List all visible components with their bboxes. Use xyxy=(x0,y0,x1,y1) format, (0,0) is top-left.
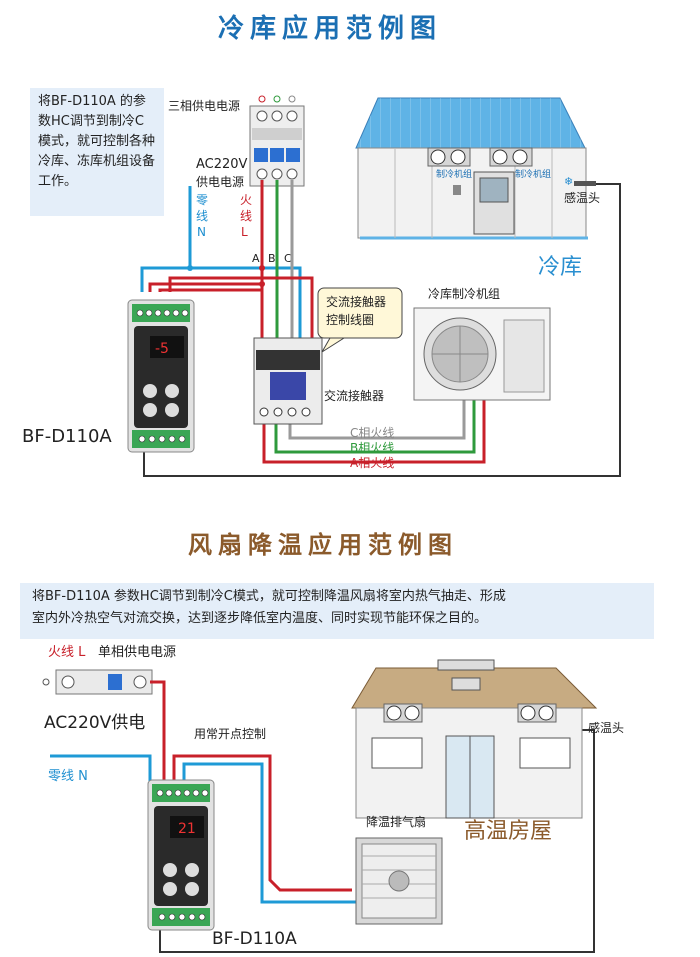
zero-line-char: 线 xyxy=(196,209,208,223)
up-button[interactable] xyxy=(165,384,179,398)
controller-display: 21 xyxy=(178,821,196,837)
section2-note-line1: 将BF-D110A 参数HC调节到制冷C模式，就可控制降温风扇将室内热气抽走、形… xyxy=(32,589,506,604)
section2-diagram: 火线 L 单相供电电源 AC220V供电 零线 N 用常开点控制 感温头 高 xyxy=(42,645,624,953)
coldroom-building xyxy=(355,97,588,240)
ac220-sub-label: 供电电源 xyxy=(196,175,244,189)
wire-label-b: B相火线 xyxy=(350,441,394,455)
up-button[interactable] xyxy=(185,863,199,877)
unit-label: 冷库制冷机组 xyxy=(428,286,500,301)
wire-label-a: A相火线 xyxy=(350,456,394,470)
fire-line-char: 火 xyxy=(240,193,252,207)
three-phase-label: 三相供电电源 xyxy=(168,99,240,113)
ac220-label: AC220V供电 xyxy=(44,713,145,733)
zero-line-char: N xyxy=(197,225,206,239)
sensor-label: 感温头 xyxy=(588,720,624,735)
single-phase-breaker xyxy=(42,669,153,695)
section1-diagram: 制冷机组 制冷机组 冷库 ❄ 感温头 三相供电电源 AC220V 供电电源 A … xyxy=(22,95,621,477)
ac220-label: AC220V xyxy=(196,157,248,172)
section1-wires xyxy=(140,180,621,477)
exhaust-fan xyxy=(355,837,443,925)
section1-note: 将BF-D110A 的参数HC调节到制冷C模式，就可控制各种冷库、冻库机组设备工… xyxy=(30,88,164,216)
contactor-label: 交流接触器 xyxy=(324,388,384,403)
fan-label: 降温排气扇 xyxy=(366,814,426,829)
set-button[interactable] xyxy=(143,384,157,398)
down-button[interactable] xyxy=(185,882,199,896)
device-name: BF-D110A xyxy=(22,426,112,447)
house-label: 高温房屋 xyxy=(464,819,552,844)
snowflake-icon: ❄ xyxy=(564,175,573,188)
single-phase-label: 单相供电电源 xyxy=(98,645,176,660)
section2-note-line2: 室内外冷热空气对流交换，达到逐步降低室内温度、同时实现节能环保之目的。 xyxy=(32,611,488,626)
ac-contactor xyxy=(253,337,323,425)
section1-title: 冷库应用范例图 xyxy=(218,14,443,44)
down-button[interactable] xyxy=(165,403,179,417)
coil-callout xyxy=(317,287,403,339)
set-button[interactable] xyxy=(163,863,177,877)
coldroom-label: 冷库 xyxy=(538,255,582,280)
refrigeration-unit xyxy=(413,307,551,401)
phase-letter: A xyxy=(252,252,260,265)
controller-bf-d110a: -5 xyxy=(127,299,195,453)
f1-button[interactable] xyxy=(163,882,177,896)
section2-wires xyxy=(50,680,595,953)
controller-bf-d110a: 21 xyxy=(147,779,215,931)
device-name: BF-D110A xyxy=(212,929,297,949)
sensor-label: 感温头 xyxy=(564,190,600,205)
f1-button[interactable] xyxy=(143,403,157,417)
controller-display: -5 xyxy=(155,341,169,357)
coil-callout-line2: 控制线圈 xyxy=(326,313,374,327)
zero-line-char: 零 xyxy=(196,193,208,207)
fire-line-label: 火线 L xyxy=(48,645,86,660)
phase-letter: C xyxy=(284,252,292,265)
phase-letter: B xyxy=(268,252,276,265)
control-label: 用常开点控制 xyxy=(194,727,266,741)
coldroom-unit-tag: 制冷机组 xyxy=(436,168,472,180)
coil-callout-line1: 交流接触器 xyxy=(326,294,386,309)
section2-note: 将BF-D110A 参数HC调节到制冷C模式，就可控制降温风扇将室内热气抽走、形… xyxy=(20,583,654,639)
section2-title: 风扇降温应用范例图 xyxy=(188,531,458,559)
three-phase-breaker xyxy=(249,95,305,187)
zero-line-label: 零线 N xyxy=(48,769,88,784)
coldroom-unit-tag: 制冷机组 xyxy=(515,168,551,180)
fire-line-char: L xyxy=(241,225,248,239)
sensor-probe xyxy=(574,181,596,186)
fire-line-char: 线 xyxy=(240,209,252,223)
hot-house xyxy=(351,659,598,819)
wire-label-c: C相火线 xyxy=(350,426,394,440)
